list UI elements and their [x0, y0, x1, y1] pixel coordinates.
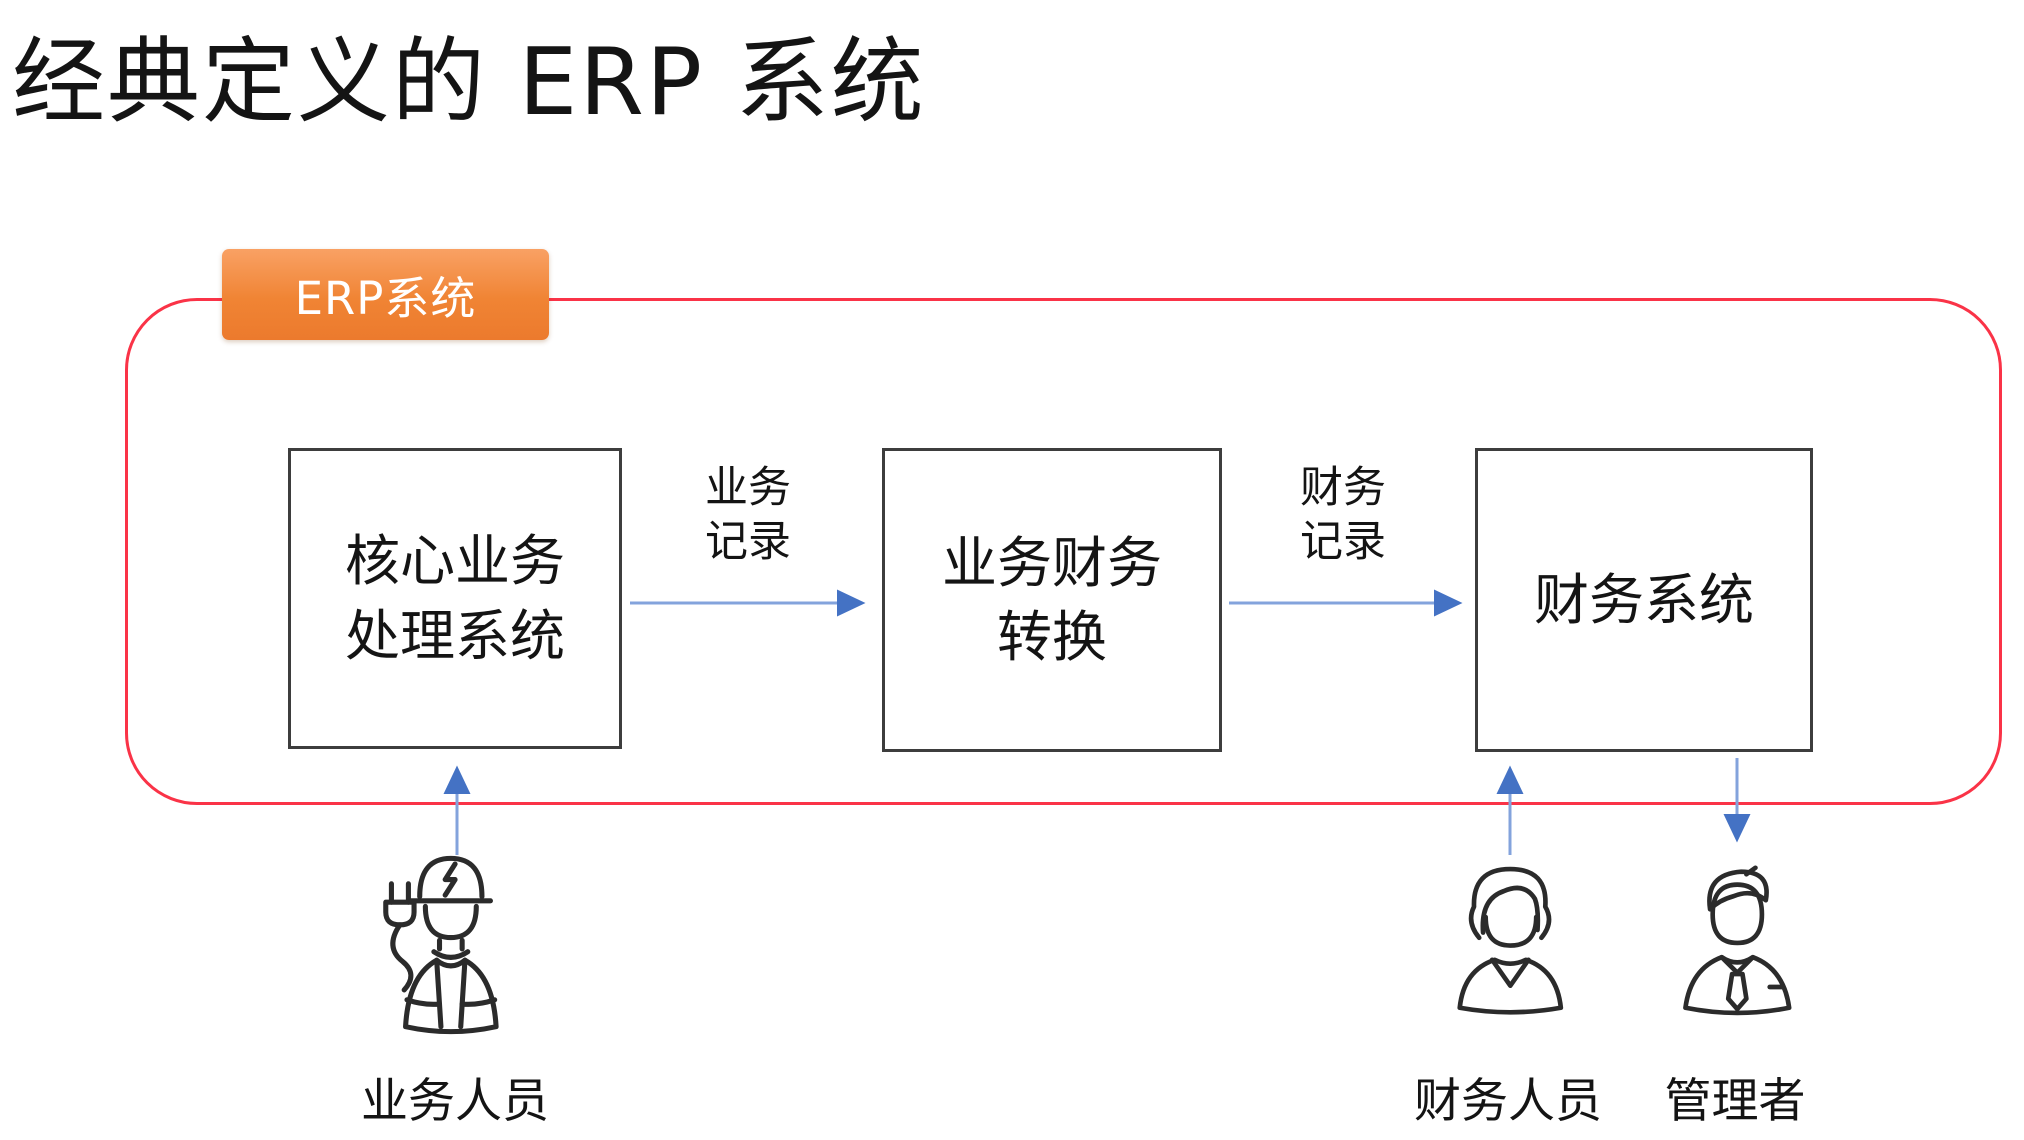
female-staff-icon: [1457, 866, 1564, 1015]
erp-system-badge: ERP系统: [222, 249, 549, 340]
manager-icon: [1683, 865, 1792, 1016]
box-core-business-processing-system: 核心业务 处理系统: [288, 448, 622, 749]
actor-label-business-staff: 业务人员: [361, 1074, 549, 1129]
box-finance-system: 财务系统: [1475, 448, 1813, 752]
worker-icon: [383, 855, 499, 1035]
actor-label-finance-staff: 财务人员: [1414, 1074, 1602, 1129]
box-convert-line-1: 业务财务: [941, 530, 1162, 595]
box-convert-line-2: 转换: [996, 605, 1107, 669]
flow-label-business-records: 业务 记录: [705, 463, 791, 567]
box-business-finance-conversion: 业务财务 转换: [882, 448, 1222, 752]
actor-label-manager: 管理者: [1664, 1074, 1806, 1129]
erp-system-boundary: [125, 298, 2002, 805]
box-finance-line-1: 财务系统: [1533, 567, 1754, 632]
box-core-line-2: 处理系统: [344, 603, 565, 668]
erp-badge-label: ERP系统: [294, 272, 477, 325]
flow-label-finance-records: 财务 记录: [1300, 463, 1386, 567]
page-title: 经典定义的 ERP 系统: [12, 28, 926, 136]
box-core-line-1: 核心业务: [344, 529, 565, 594]
